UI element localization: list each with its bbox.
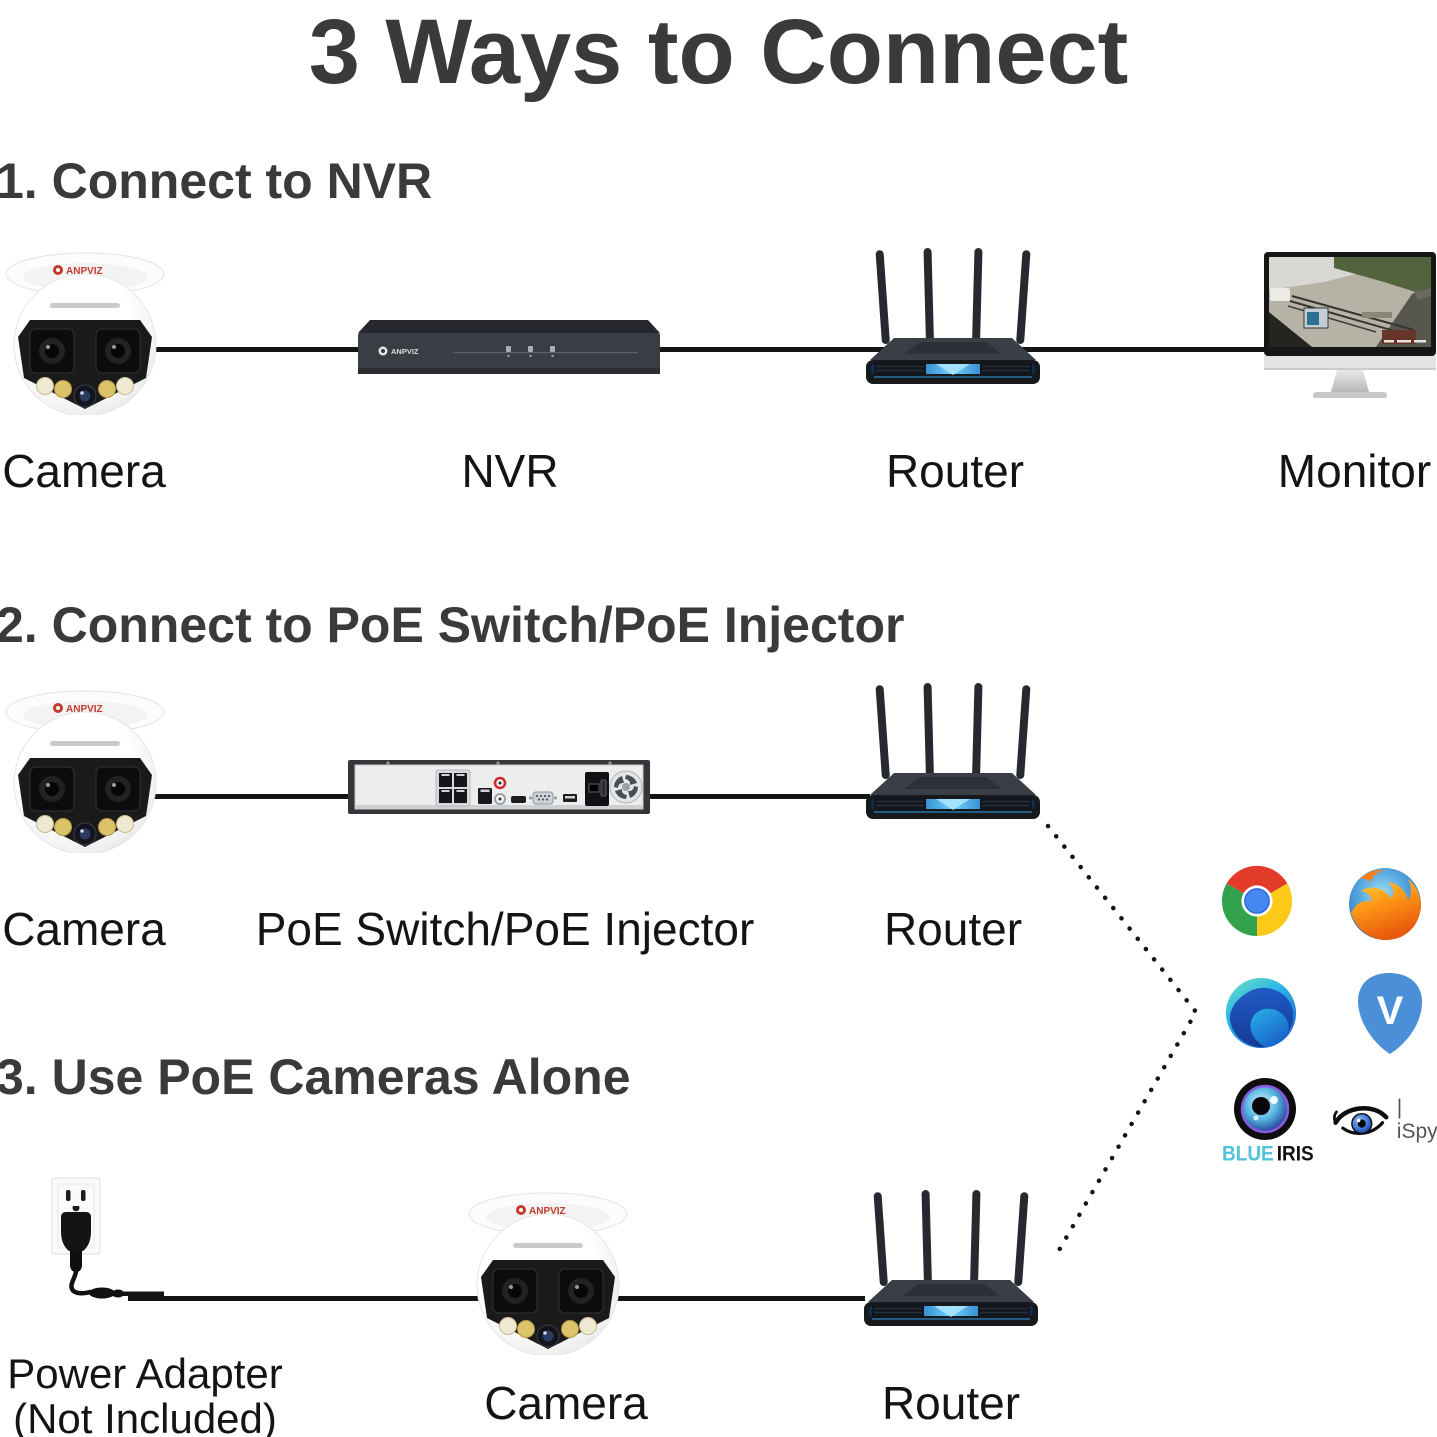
camera-brand-text: ANPVIZ <box>529 1206 566 1217</box>
poe-switch-label: PoE Switch/PoE Injector <box>255 903 755 955</box>
router-image <box>866 248 1040 384</box>
blueiris-lens <box>1234 1078 1296 1140</box>
camera-brand-text: ANPVIZ <box>66 266 103 277</box>
vga-port <box>529 791 557 805</box>
monitor-screen-footage <box>1269 257 1431 347</box>
nvr-label: NVR <box>461 445 559 497</box>
page-title: 3 Ways to Connect <box>308 1 1129 103</box>
nvr-brand-text: ANPVIZ <box>391 347 419 356</box>
router-image <box>864 1190 1038 1326</box>
poe-ports <box>435 769 471 807</box>
camera-label: Camera <box>2 445 166 497</box>
ispy-icon: | iSpy <box>1332 1096 1437 1144</box>
poe-switch-image <box>348 760 650 814</box>
ispy-label: | iSpy <box>1396 1096 1437 1143</box>
monitor-image <box>1264 252 1436 398</box>
chrome-icon <box>1221 865 1293 937</box>
camera-brand-logo: ANPVIZ <box>53 703 103 715</box>
v-software-icon: V <box>1358 973 1422 1054</box>
section-3-heading: 3. Use PoE Cameras Alone <box>0 1049 631 1105</box>
v-letter: V <box>1377 989 1404 1033</box>
connection-line-1 <box>138 347 1268 352</box>
router-image <box>866 683 1040 819</box>
ispy-eye <box>1333 1106 1389 1135</box>
firefox-icon <box>1349 868 1421 940</box>
edge-icon <box>1225 977 1297 1049</box>
camera-image: ANPVIZ <box>468 1192 628 1355</box>
nvr-image: ANPVIZ <box>358 320 660 374</box>
nvr-brand-logo: ANPVIZ <box>378 346 419 356</box>
camera-image: ANPVIZ <box>5 690 165 853</box>
camera-brand-logo: ANPVIZ <box>53 265 103 277</box>
router-label: Router <box>883 903 1023 955</box>
router-label: Router <box>885 445 1025 497</box>
camera-brand-logo: ANPVIZ <box>516 1205 566 1217</box>
fan-grille <box>609 770 643 804</box>
monitor-label: Monitor <box>1277 445 1432 497</box>
power-inlet <box>585 772 609 806</box>
power-adapter-image <box>51 1177 164 1299</box>
router-label: Router <box>881 1377 1021 1429</box>
camera-brand-text: ANPVIZ <box>66 704 103 715</box>
blueiris-word-blue: BLUE <box>1222 1142 1274 1167</box>
section-2-heading: 2. Connect to PoE Switch/PoE Injector <box>0 597 905 653</box>
blueiris-word-iris: IRIS <box>1276 1142 1314 1167</box>
power-adapter-label-line1: Power Adapter <box>7 1350 283 1397</box>
hdmi-port <box>511 796 526 803</box>
camera-label: Camera <box>2 903 166 955</box>
power-adapter-label-line2: (Not Included) <box>13 1394 277 1437</box>
camera-image: ANPVIZ <box>5 252 165 415</box>
power-adapter-label: Power Adapter (Not Included) <box>0 1350 300 1437</box>
camera-label: Camera <box>484 1377 648 1429</box>
section-1-heading: 1. Connect to NVR <box>0 153 433 209</box>
